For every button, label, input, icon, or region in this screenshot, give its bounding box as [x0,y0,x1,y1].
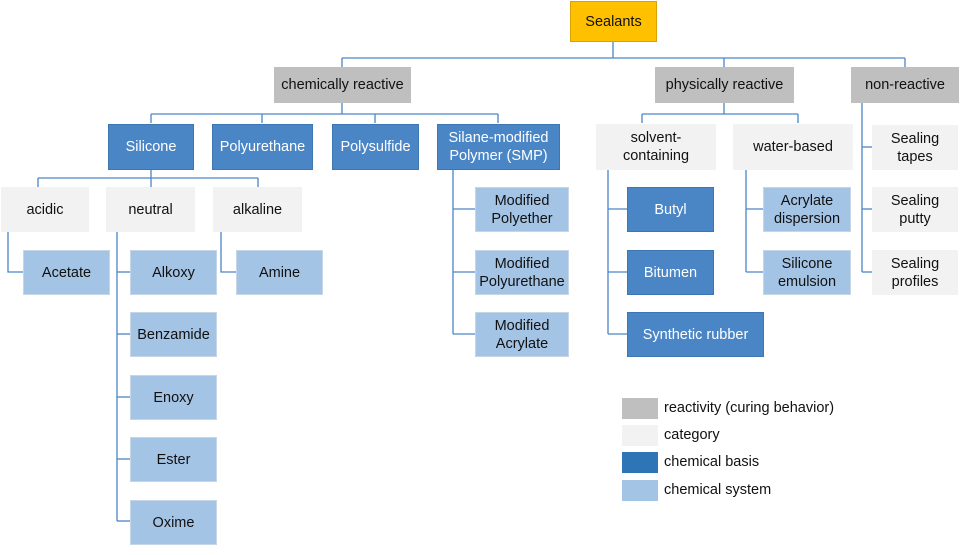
legend-item-category: category [622,424,720,446]
node-amine: Amine [236,250,323,295]
node-silicone: Silicone [108,124,194,170]
node-physically-reactive: physically reactive [655,67,794,103]
node-modified-polyurethane: Modified Polyurethane [475,250,569,295]
node-butyl: Butyl [627,187,714,232]
node-non-reactive: non-reactive [851,67,959,103]
legend-label: reactivity (curing behavior) [664,400,835,416]
node-polyurethane: Polyurethane [212,124,313,170]
node-sealing-putty: Sealing putty [872,187,958,232]
node-ester: Ester [130,437,217,482]
node-alkaline: alkaline [213,187,302,232]
node-benzamide: Benzamide [130,312,217,357]
legend-swatch [622,451,658,473]
node-smp: Silane-modified Polymer (SMP) [437,124,560,170]
node-oxime: Oxime [130,500,217,545]
legend-label: chemical system [664,482,772,498]
legend-swatch [622,479,658,501]
legend-item-chemical-system: chemical system [622,479,771,501]
node-water-based: water-based [733,124,853,170]
node-solvent-containing: solvent-containing [596,124,716,170]
legend-item-reactivity: reactivity (curing behavior) [622,397,834,419]
node-alkoxy: Alkoxy [130,250,217,295]
node-silicone-emulsion: Silicone emulsion [763,250,851,295]
node-enoxy: Enoxy [130,375,217,420]
legend-label: category [664,427,720,443]
node-synthetic-rubber: Synthetic rubber [627,312,764,357]
node-modified-acrylate: Modified Acrylate [475,312,569,357]
node-sealing-tapes: Sealing tapes [872,125,958,170]
node-sealants: Sealants [570,1,657,42]
node-neutral: neutral [106,187,195,232]
legend-item-chemical-basis: chemical basis [622,451,759,473]
legend-swatch [622,424,658,446]
node-acetate: Acetate [23,250,110,295]
node-sealing-profiles: Sealing profiles [872,250,958,295]
node-modified-polyether: Modified Polyether [475,187,569,232]
node-polysulfide: Polysulfide [332,124,419,170]
legend-swatch [622,397,658,419]
node-chemically-reactive: chemically reactive [274,67,411,103]
node-acrylate-dispersion: Acrylate dispersion [763,187,851,232]
node-bitumen: Bitumen [627,250,714,295]
node-acidic: acidic [1,187,89,232]
legend-label: chemical basis [664,454,760,470]
